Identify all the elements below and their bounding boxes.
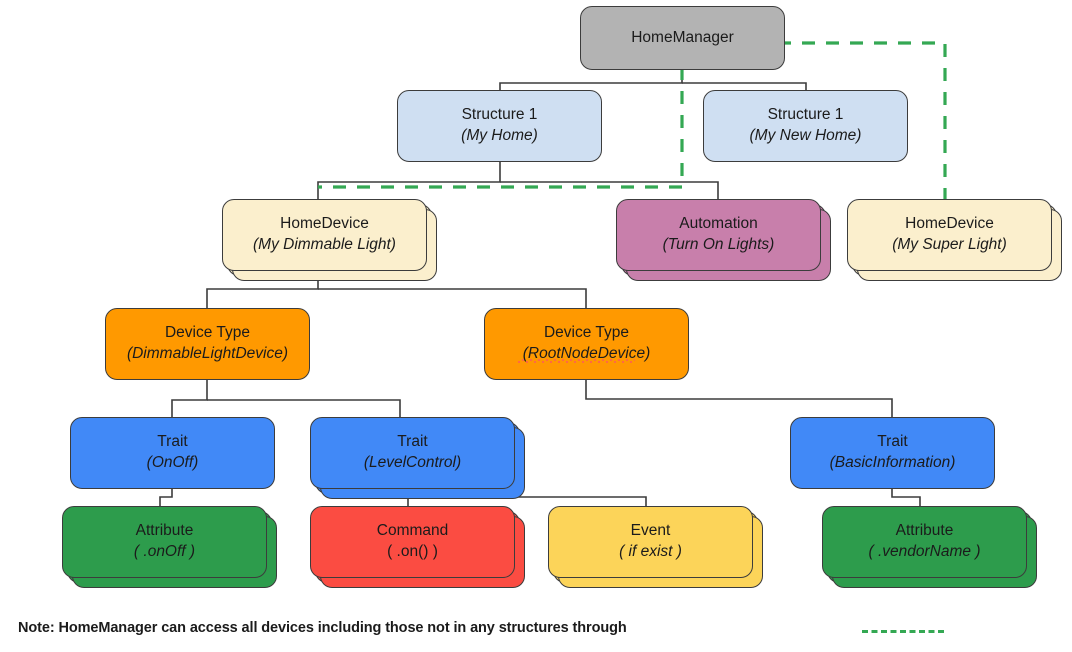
attribute-vendorname-node-line1: Attribute <box>895 522 954 540</box>
trait-basicinformation-node-line1: Trait <box>877 433 908 451</box>
edge-rootnode-to-basicinformation <box>585 380 893 417</box>
command-on-node[interactable]: Command ( .on() ) <box>310 506 515 578</box>
trait-onoff-node[interactable]: Trait (OnOff) <box>70 417 275 489</box>
trait-basicinformation-node-line2: (BasicInformation) <box>829 454 956 471</box>
structure-my-home-node-line2: (My Home) <box>461 127 538 144</box>
attribute-vendorname-node[interactable]: Attribute ( .vendorName ) <box>822 506 1027 578</box>
structure-my-new-home-node-line2: (My New Home) <box>749 127 862 144</box>
edge-dimmable-to-rootnode <box>318 288 587 308</box>
home-device-my-super-light-node[interactable]: HomeDevice (My Super Light) <box>847 199 1052 271</box>
home-manager-node[interactable]: HomeManager <box>580 6 785 70</box>
trait-onoff-node-line2: (OnOff) <box>146 454 199 471</box>
command-on-node-line1: Command <box>376 522 449 540</box>
home-device-my-dimmable-light-node-line1: HomeDevice <box>280 215 369 233</box>
device-type-rootnodedevice-node[interactable]: Device Type (RootNodeDevice) <box>484 308 689 380</box>
event-if-exist-node[interactable]: Event ( if exist ) <box>548 506 753 578</box>
structure-my-new-home-node[interactable]: Structure 1 (My New Home) <box>703 90 908 162</box>
edge-myhome-to-children <box>317 162 501 199</box>
automation-turn-on-lights-node[interactable]: Automation (Turn On Lights) <box>616 199 821 271</box>
device-type-dimmablelightdevice-node-line1: Device Type <box>164 324 250 342</box>
structure-my-home-node[interactable]: Structure 1 (My Home) <box>397 90 602 162</box>
edge-homemanager-to-structures <box>499 70 683 90</box>
command-on-node-line2: ( .on() ) <box>387 543 438 560</box>
spellcheck-squiggle-rootnodedevice <box>517 359 635 363</box>
attribute-onoff-node-line1: Attribute <box>135 522 194 540</box>
structure-my-home-node-line1: Structure 1 <box>461 106 538 124</box>
footer-note: Note: HomeManager can access all devices… <box>18 620 627 636</box>
home-device-my-dimmable-light-node[interactable]: HomeDevice (My Dimmable Light) <box>222 199 427 271</box>
edge-homemanager-to-structure-new <box>682 82 807 90</box>
home-device-my-super-light-node-line1: HomeDevice <box>905 215 994 233</box>
dashed-line-legend <box>862 630 944 633</box>
automation-turn-on-lights-node-line1: Automation <box>679 215 758 233</box>
edge-myhome-to-automation <box>500 181 719 199</box>
attribute-onoff-node[interactable]: Attribute ( .onOff ) <box>62 506 267 578</box>
device-type-dimmablelightdevice-node-line2: (DimmableLightDevice) <box>126 345 289 362</box>
trait-levelcontrol-node[interactable]: Trait (LevelControl) <box>310 417 515 489</box>
edge-onoff-to-attribute <box>159 489 173 506</box>
structure-my-new-home-node-line1: Structure 1 <box>767 106 844 124</box>
device-type-rootnodedevice-node-line1: Device Type <box>543 324 629 342</box>
trait-levelcontrol-node-line1: Trait <box>397 433 428 451</box>
home-manager-node-line1: HomeManager <box>631 28 734 46</box>
home-device-my-dimmable-light-node-line2: (My Dimmable Light) <box>253 236 396 253</box>
home-device-my-super-light-node-line2: (My Super Light) <box>892 236 1007 253</box>
edge-devicetype-dimmable-to-levelcontrol <box>207 399 401 417</box>
trait-levelcontrol-node-line2: (LevelControl) <box>363 454 462 471</box>
attribute-vendorname-node-line2: ( .vendorName ) <box>868 543 981 560</box>
device-type-rootnodedevice-node-line2: (RootNodeDevice) <box>522 345 651 362</box>
edge-basicinformation-to-attribute <box>891 489 921 506</box>
event-if-exist-node-line1: Event <box>630 522 671 540</box>
event-if-exist-node-line2: ( if exist ) <box>619 543 682 560</box>
edge-devicetype-dimmable-to-traits <box>171 380 208 417</box>
device-type-dimmablelightdevice-node[interactable]: Device Type (DimmableLightDevice) <box>105 308 310 380</box>
automation-turn-on-lights-node-line2: (Turn On Lights) <box>662 236 775 253</box>
trait-basicinformation-node[interactable]: Trait (BasicInformation) <box>790 417 995 489</box>
trait-onoff-node-line1: Trait <box>157 433 188 451</box>
attribute-onoff-node-line2: ( .onOff ) <box>133 543 196 560</box>
